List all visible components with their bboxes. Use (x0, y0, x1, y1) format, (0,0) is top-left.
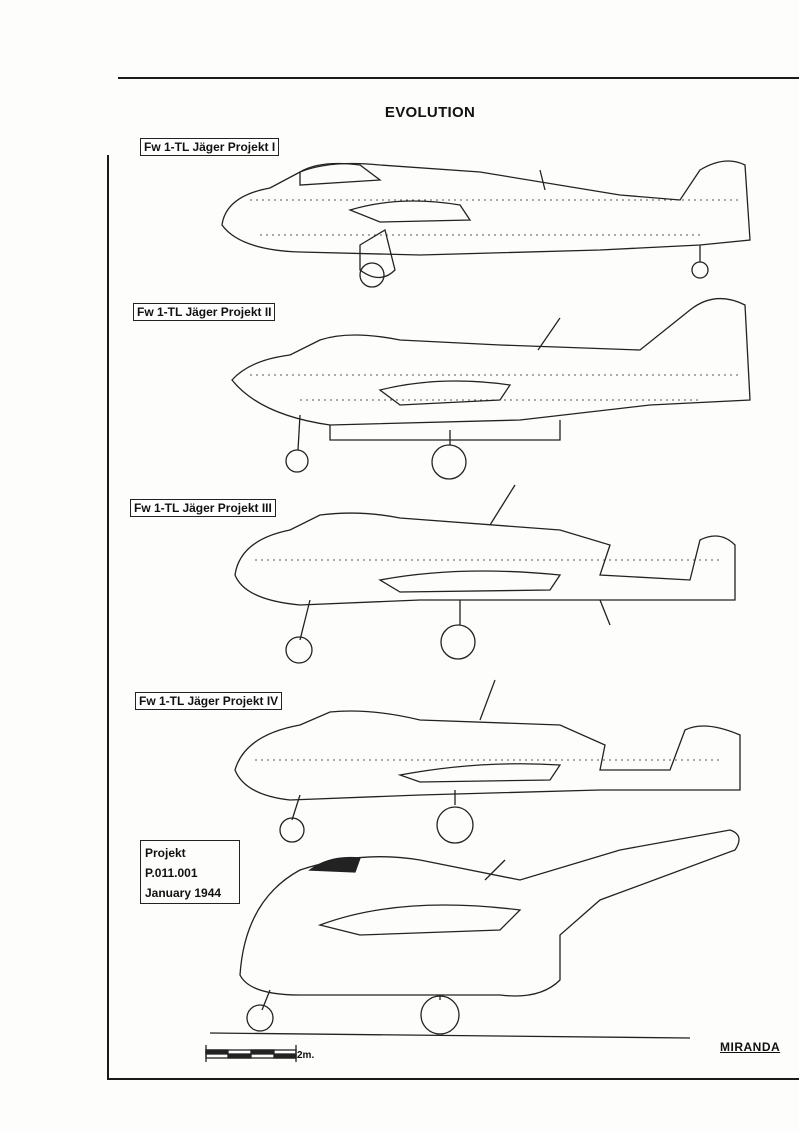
aircraft-projekt-1 (221, 160, 751, 288)
scale-label: 2m. (297, 1050, 315, 1061)
bottom-rule (108, 1078, 799, 1080)
final-project-box: Projekt P.011.001 January 1944 (140, 840, 240, 904)
variant-label-2: Fw 1-TL Jäger Projekt II (133, 303, 276, 321)
variant-label-1: Fw 1-TL Jäger Projekt I (140, 138, 280, 156)
artist-signature: MIRANDA (720, 1040, 781, 1054)
scale-bar (205, 1045, 297, 1062)
page-title: EVOLUTION (384, 104, 476, 121)
aircraft-p011 (209, 829, 740, 1039)
top-rule (118, 77, 799, 79)
variant-label-4: Fw 1-TL Jäger Projekt IV (135, 692, 283, 710)
left-rule (107, 155, 109, 1080)
aircraft-projekt-3 (234, 484, 736, 664)
variant-label-3: Fw 1-TL Jäger Projekt III (130, 499, 276, 517)
final-project-line3: January 1944 (145, 886, 222, 900)
aircraft-projekt-2 (231, 298, 751, 480)
final-project-line1: Projekt (145, 846, 186, 860)
aircraft-projekt-4 (234, 679, 741, 844)
final-project-line2: P.011.001 (145, 866, 198, 880)
